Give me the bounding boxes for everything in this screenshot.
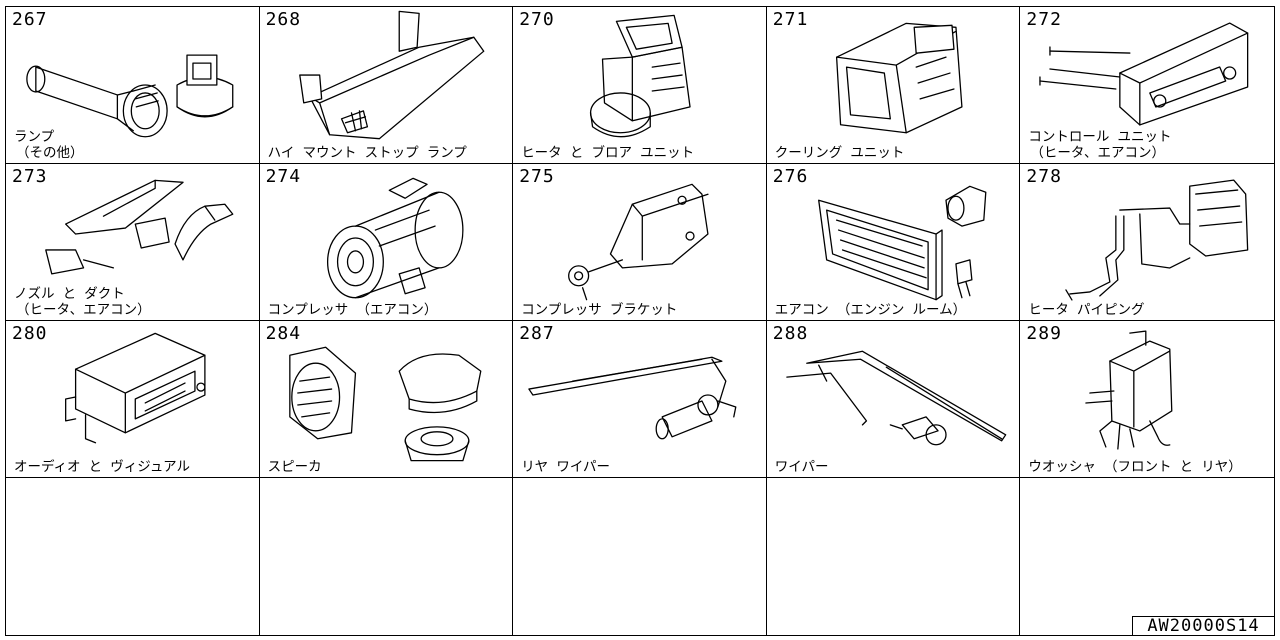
empty-cell (259, 478, 514, 635)
heater-blower-unit-icon (513, 7, 766, 163)
cell-label: ウオッシャ （フロント と リヤ） (1028, 459, 1242, 475)
catalog-cell-276[interactable]: 276 エアコン （エンジン ルーム） (766, 164, 1021, 321)
catalog-cell-278[interactable]: 278 ヒータ パイピング (1020, 164, 1274, 321)
cell-number: 271 (772, 9, 809, 30)
cell-number: 289 (1026, 323, 1062, 344)
cooling-unit-icon (767, 7, 1020, 163)
lamp-parts-icon (6, 7, 259, 163)
cell-label-sub: （その他） (16, 145, 84, 161)
catalog-cell-273[interactable]: 273 ノズル と ダクト （ヒータ、エアコン） (6, 164, 260, 321)
cell-number: 275 (519, 166, 555, 187)
audio-unit-icon (6, 321, 259, 477)
catalog-cell-289[interactable]: 289 ウオッシャ （フロント と リヤ） (1020, 321, 1274, 478)
cell-number: 273 (12, 166, 48, 187)
cell-label: コンプレッサ ブラケット (521, 302, 678, 318)
cell-label: エアコン （エンジン ルーム） (774, 302, 967, 318)
cell-label: ノズル と ダクト (14, 286, 125, 302)
heater-piping-icon (1020, 164, 1274, 320)
cell-number: 274 (265, 166, 302, 187)
cell-label: クーリング ユニット (774, 145, 905, 161)
catalog-cell-284[interactable]: 284 スピーカ (259, 321, 514, 478)
catalog-cell-280[interactable]: 280 オーディオ と ヴィジュアル (6, 321, 260, 478)
cell-label: コンプレッサ （エアコン） (267, 302, 438, 318)
catalog-cell-272[interactable]: 272 コントロール ユニット （ヒータ、エアコン） (1020, 7, 1274, 164)
cell-label: オーディオ と ヴィジュアル (14, 459, 190, 475)
cell-number: 280 (12, 323, 48, 344)
cell-label: ランプ (14, 129, 55, 145)
cell-label: ワイパー (774, 459, 829, 475)
cell-number: 287 (519, 323, 555, 344)
cell-number: 288 (772, 323, 809, 344)
cell-label: スピーカ (267, 459, 322, 475)
cell-number: 270 (519, 9, 555, 30)
washer-tank-icon (1020, 321, 1274, 477)
cell-label: コントロール ユニット (1028, 129, 1172, 145)
catalog-cell-275[interactable]: 275 コンプレッサ ブラケット (513, 164, 767, 321)
parts-catalog-grid: 267 ランプ （その他） 268 ハイ マウント ストップ ランプ (5, 6, 1275, 636)
cell-label-sub: （ヒータ、エアコン） (1030, 145, 1165, 161)
catalog-cell-271[interactable]: 271 クーリング ユニット (766, 7, 1021, 164)
compressor-icon (260, 164, 513, 320)
high-mount-stop-lamp-icon (260, 7, 513, 163)
cell-number: 272 (1026, 9, 1062, 30)
cell-label: ハイ マウント ストップ ランプ (267, 145, 467, 161)
cell-number: 276 (772, 166, 809, 187)
cell-number: 267 (12, 9, 48, 30)
cell-label: リヤ ワイパー (521, 459, 611, 475)
catalog-code-label: AW20000S14 (1132, 616, 1275, 636)
empty-cell (513, 478, 767, 635)
empty-cell (766, 478, 1021, 635)
cell-label-sub: （ヒータ、エアコン） (16, 302, 151, 318)
condenser-icon (767, 164, 1020, 320)
catalog-cell-287[interactable]: 287 リヤ ワイパー (513, 321, 767, 478)
cell-number: 284 (265, 323, 302, 344)
nozzle-duct-icon (6, 164, 259, 320)
empty-cell (1020, 478, 1274, 635)
speaker-icon (260, 321, 513, 477)
cell-number: 268 (265, 9, 302, 30)
empty-cell (6, 478, 260, 635)
wiper-icon (767, 321, 1020, 477)
rear-wiper-icon (513, 321, 766, 477)
cell-label: ヒータ と ブロア ユニット (521, 145, 695, 161)
catalog-cell-267[interactable]: 267 ランプ （その他） (6, 7, 260, 164)
catalog-cell-268[interactable]: 268 ハイ マウント ストップ ランプ (259, 7, 514, 164)
catalog-cell-270[interactable]: 270 ヒータ と ブロア ユニット (513, 7, 767, 164)
cell-number: 278 (1026, 166, 1062, 187)
catalog-cell-274[interactable]: 274 コンプレッサ （エアコン） (259, 164, 514, 321)
cell-label: ヒータ パイピング (1028, 302, 1145, 318)
control-unit-icon (1020, 7, 1274, 163)
compressor-bracket-icon (513, 164, 766, 320)
catalog-cell-288[interactable]: 288 ワイパー (766, 321, 1021, 478)
